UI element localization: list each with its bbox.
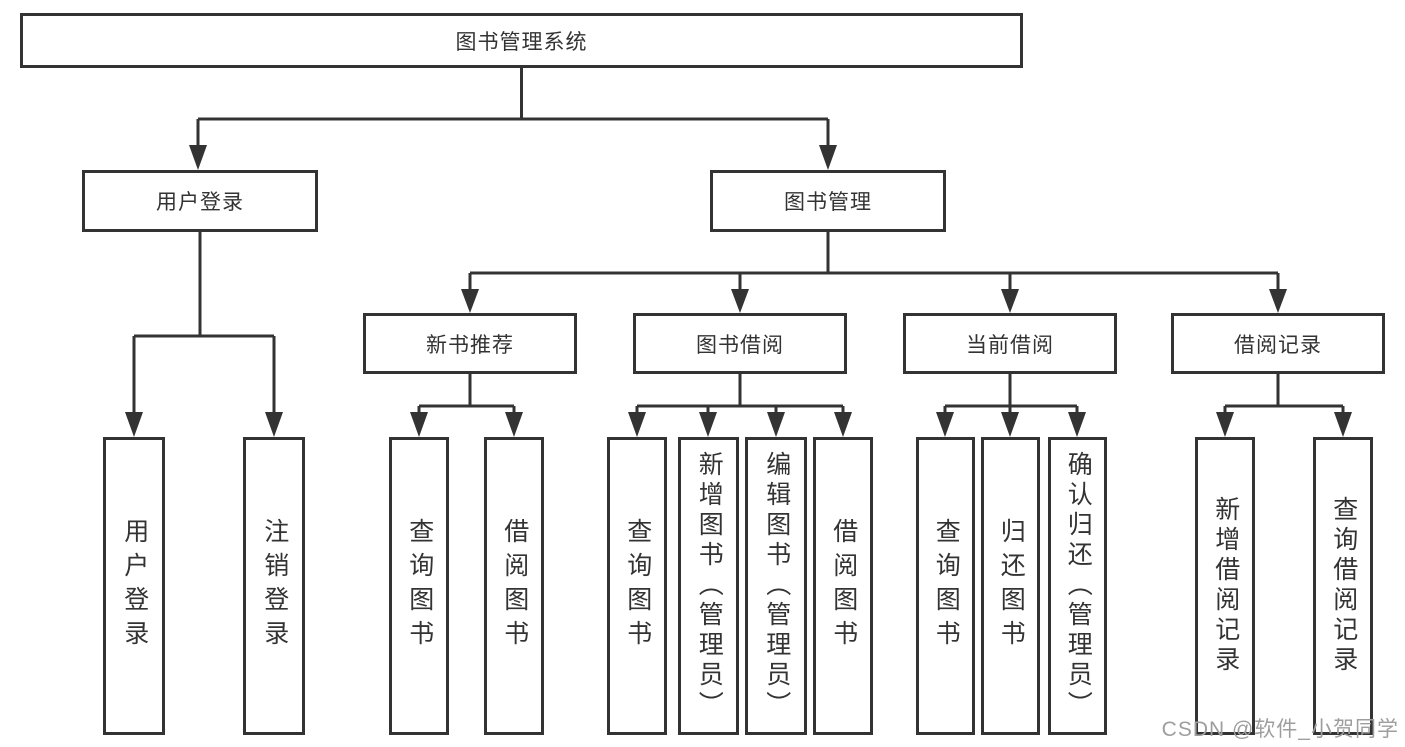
leaf-query-books-recommend: 查询图书 — [389, 437, 449, 735]
leaf-user-login: 用户登录 — [103, 437, 165, 735]
leaf-query-books-current: 查询图书 — [916, 437, 975, 735]
leaf-add-books-admin: 新增图书（管理员） — [678, 437, 739, 735]
node-book-management: 图书管理 — [710, 170, 946, 232]
leaf-return-books: 归还图书 — [981, 437, 1040, 735]
node-borrowing-records: 借阅记录 — [1171, 313, 1385, 374]
csdn-watermark: CSDN @软件_小贺同学 — [1161, 718, 1399, 741]
leaf-add-borrow-record: 新增借阅记录 — [1195, 437, 1255, 735]
node-root-system: 图书管理系统 — [20, 13, 1023, 68]
leaf-logout: 注销登录 — [243, 437, 305, 735]
leaf-edit-books-admin: 编辑图书（管理员） — [745, 437, 807, 735]
leaf-confirm-return-admin: 确认归还（管理员） — [1048, 437, 1107, 735]
node-current-borrowing: 当前借阅 — [903, 313, 1117, 374]
leaf-query-books-borrow: 查询图书 — [607, 437, 667, 735]
leaf-query-borrow-record: 查询借阅记录 — [1313, 437, 1373, 735]
node-new-book-recommend: 新书推荐 — [363, 313, 577, 374]
node-book-borrowing: 图书借阅 — [633, 313, 847, 374]
leaf-borrow-books: 借阅图书 — [813, 437, 873, 735]
leaf-borrow-books-recommend: 借阅图书 — [484, 437, 544, 735]
node-user-login: 用户登录 — [82, 170, 318, 232]
